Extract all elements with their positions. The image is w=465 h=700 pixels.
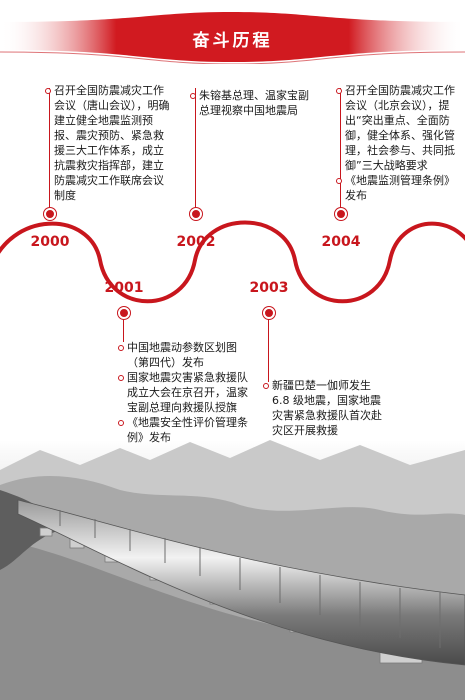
bullet-icon bbox=[263, 383, 269, 389]
event-item: 新疆巴楚一伽师发生 6.8 级地震，国家地震灾害紧急救援队首次赴灾区开展救援 bbox=[263, 378, 389, 438]
bullet-icon bbox=[190, 93, 196, 99]
bullet-icon bbox=[118, 420, 124, 426]
header-band bbox=[0, 12, 465, 64]
connector-2002 bbox=[195, 88, 196, 212]
page-title: 奋斗历程 bbox=[192, 31, 273, 51]
event-item: 中国地震动参数区划图（第四代）发布 bbox=[118, 340, 250, 370]
event-item: 朱镕基总理、温家宝副总理视察中国地震局 bbox=[190, 88, 310, 118]
year-2001: 2001 bbox=[104, 280, 144, 296]
event-text: 中国地震动参数区划图（第四代）发布 bbox=[127, 341, 237, 369]
event-text: 国家地震灾害紧急救援队成立大会在京召开，温家宝副总理向救援队授旗 bbox=[127, 371, 248, 414]
events-2003: 新疆巴楚一伽师发生 6.8 级地震，国家地震灾害紧急救援队首次赴灾区开展救援 bbox=[263, 378, 389, 438]
connector-2001 bbox=[123, 312, 124, 342]
events-2004: 召开全国防震减灾工作会议（北京会议），提出“突出重点、全面防御，健全体系、强化管… bbox=[336, 83, 458, 203]
timeline-dot-2003 bbox=[263, 307, 275, 319]
event-text: 召开全国防震减灾工作会议（唐山会议），明确建立健全地震监测预报、震灾预防、紧急救… bbox=[54, 84, 170, 202]
event-item: 《地震监测管理条例》发布 bbox=[336, 173, 458, 203]
event-item: 召开全国防震减灾工作会议（北京会议），提出“突出重点、全面防御，健全体系、强化管… bbox=[336, 83, 458, 173]
year-2000: 2000 bbox=[30, 234, 70, 250]
timeline-dot-2004 bbox=[335, 208, 347, 220]
events-2000: 召开全国防震减灾工作会议（唐山会议），明确建立健全地震监测预报、震灾预防、紧急救… bbox=[45, 83, 173, 203]
bullet-icon bbox=[45, 88, 51, 94]
bullet-icon bbox=[118, 375, 124, 381]
connector-2000 bbox=[49, 88, 50, 212]
year-2002: 2002 bbox=[176, 234, 216, 250]
event-text: 《地震监测管理条例》发布 bbox=[345, 174, 455, 202]
timeline-dot-2002 bbox=[190, 208, 202, 220]
connector-2004 bbox=[340, 88, 341, 212]
event-text: 召开全国防震减灾工作会议（北京会议），提出“突出重点、全面防御，健全体系、强化管… bbox=[345, 84, 455, 172]
pipeline-photo bbox=[0, 430, 465, 700]
bullet-icon bbox=[118, 345, 124, 351]
connector-2003 bbox=[268, 312, 269, 382]
event-item: 召开全国防震减灾工作会议（唐山会议），明确建立健全地震监测预报、震灾预防、紧急救… bbox=[45, 83, 173, 203]
year-2004: 2004 bbox=[321, 234, 361, 250]
timeline-dot-2000 bbox=[44, 208, 56, 220]
event-text: 新疆巴楚一伽师发生 6.8 级地震，国家地震灾害紧急救援队首次赴灾区开展救援 bbox=[272, 379, 382, 437]
event-text: 朱镕基总理、温家宝副总理视察中国地震局 bbox=[199, 89, 309, 117]
events-2002: 朱镕基总理、温家宝副总理视察中国地震局 bbox=[190, 88, 310, 118]
events-2001: 中国地震动参数区划图（第四代）发布 国家地震灾害紧急救援队成立大会在京召开，温家… bbox=[118, 340, 250, 445]
bullet-icon bbox=[336, 88, 342, 94]
timeline-dot-2001 bbox=[118, 307, 130, 319]
year-2003: 2003 bbox=[249, 280, 289, 296]
timeline-wave bbox=[0, 220, 465, 304]
bullet-icon bbox=[336, 178, 342, 184]
event-item: 国家地震灾害紧急救援队成立大会在京召开，温家宝副总理向救援队授旗 bbox=[118, 370, 250, 415]
